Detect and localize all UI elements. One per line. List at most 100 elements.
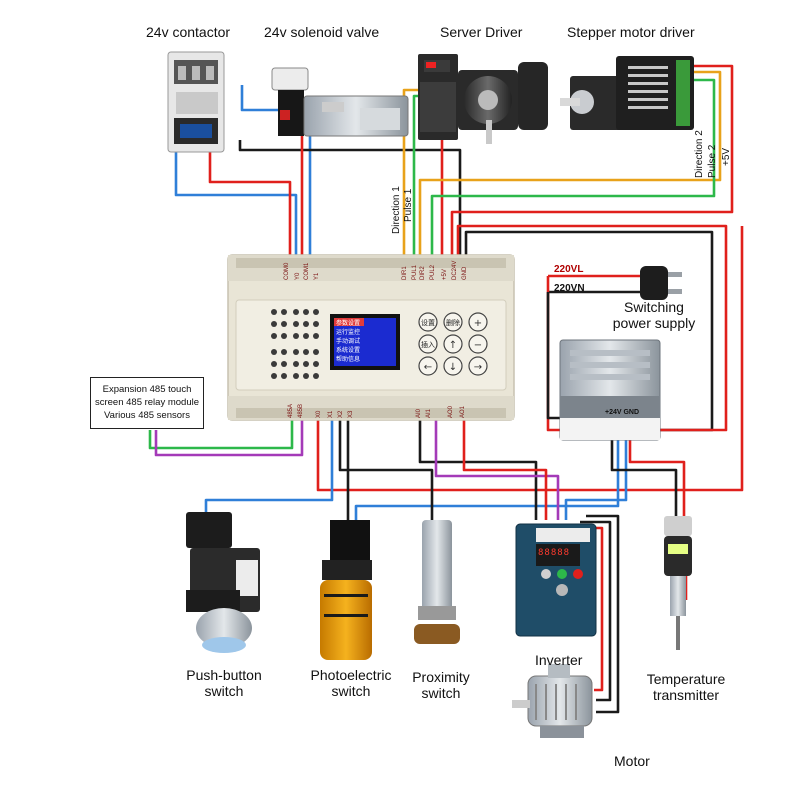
controller-body: + ↑ − ← ↓ → xyxy=(227,254,515,421)
wire-exp-green xyxy=(148,420,294,450)
wire-contactor-red xyxy=(208,140,292,255)
motor-device xyxy=(512,664,593,738)
power-plug xyxy=(640,266,682,300)
terminal-dir1: DIR1 xyxy=(402,266,408,280)
wire-solenoid-black xyxy=(238,140,462,255)
terminal-pul1: PUL1 xyxy=(412,264,418,280)
psu-terminal-label: +24V GND xyxy=(605,409,640,416)
wire-stepper-yellow xyxy=(418,70,722,255)
temperature-label-line2: transmitter xyxy=(652,687,720,703)
svg-text:↓: ↓ xyxy=(449,362,457,373)
temperature-label: Temperature transmitter xyxy=(628,671,744,703)
wire-temp-red xyxy=(628,440,686,520)
expansion-485-box: Expansion 485 touch screen 485 relay mod… xyxy=(90,377,204,429)
terminal-ao0: AO0 xyxy=(448,405,454,418)
terminal-dc24v: DC24V xyxy=(452,260,458,280)
expansion-line-3: Various 485 sensors xyxy=(104,410,190,421)
wire-servo-yellow xyxy=(402,88,420,255)
n220v-label: 220VN xyxy=(554,283,585,294)
terminal-ai0: AI0 xyxy=(416,408,422,418)
motor-label: Motor xyxy=(614,753,650,769)
key-insert: 插入 xyxy=(421,341,435,349)
power-supply-device xyxy=(559,339,661,441)
contactor-device xyxy=(167,51,225,153)
wire-exp-purple xyxy=(154,420,304,457)
terminal-dir2: DIR2 xyxy=(420,266,426,280)
photoelectric-label-line1: Photoelectric xyxy=(310,667,392,683)
power-supply-label: Switching power supply xyxy=(605,299,703,331)
proximity-device xyxy=(414,520,460,644)
inverter-device xyxy=(515,523,597,637)
terminal-gnd: GND xyxy=(462,266,468,280)
screen-line-5: 帮助信息 xyxy=(336,356,361,363)
push-button-label: Push-button switch xyxy=(164,667,284,699)
terminal-com0: COM0 xyxy=(284,262,290,280)
power-supply-label-line2: power supply xyxy=(612,315,696,331)
terminal-x2: X2 xyxy=(338,410,344,418)
terminal-y0: Y0 xyxy=(295,272,301,280)
servo-driver-device xyxy=(418,54,548,144)
pulse-2-label: Pulse 2 xyxy=(707,144,718,178)
wire-psu-red xyxy=(456,224,728,432)
proximity-label-line1: Proximity xyxy=(412,669,470,685)
pulse-1-label: Pulse 1 xyxy=(403,188,414,222)
server-driver-label: Server Driver xyxy=(440,24,523,40)
proximity-label-line2: switch xyxy=(421,685,461,701)
svg-text:←: ← xyxy=(424,362,432,373)
direction-2-label: Direction 2 xyxy=(694,130,705,178)
push-button-device xyxy=(186,512,260,653)
solenoid-valve-device xyxy=(271,67,409,137)
svg-text:+: + xyxy=(474,318,482,329)
photoelectric-device xyxy=(320,520,372,660)
photoelectric-label: Photoelectric switch xyxy=(292,667,410,699)
inverter-display: 88888 xyxy=(538,548,571,558)
expansion-line-1: Expansion 485 touch xyxy=(102,384,192,395)
screen-line-2: 运行监控 xyxy=(336,329,361,336)
key-delete: 删除 xyxy=(446,319,460,327)
terminal-pul2: PUL2 xyxy=(430,264,436,280)
svg-text:→: → xyxy=(474,362,482,373)
stepper-driver-label: Stepper motor driver xyxy=(567,24,695,40)
inverter-label: Inverter xyxy=(535,652,583,668)
terminal-com1: COM1 xyxy=(304,262,310,280)
expansion-line-2: screen 485 relay module xyxy=(94,397,200,408)
key-settings: 设置 xyxy=(421,319,435,327)
wire-inv-purple xyxy=(434,420,560,520)
push-button-label-line1: Push-button xyxy=(186,667,262,683)
temperature-label-line1: Temperature xyxy=(646,671,726,687)
wire-prox-black xyxy=(338,420,434,520)
solenoid-valve-label: 24v solenoid valve xyxy=(264,24,380,40)
proximity-label: Proximity switch xyxy=(394,669,488,701)
wire-motor-black1 xyxy=(580,520,612,702)
wire-stepper-red xyxy=(450,64,734,255)
terminal-ao1: AO1 xyxy=(460,405,466,418)
wire-motor-black2 xyxy=(586,514,620,714)
temperature-transmitter-device xyxy=(664,516,692,650)
push-button-label-line2: switch xyxy=(204,683,244,699)
controller-screen-text: 参数设置 运行监控 手动调试 系统设置 帮助信息 xyxy=(336,319,396,364)
wire-contactor-blue xyxy=(174,150,298,255)
l220v-label: 220VL xyxy=(554,264,584,275)
svg-text:−: − xyxy=(474,340,482,351)
plus-5v-label: +5V xyxy=(721,147,732,166)
terminal-ai1: AI1 xyxy=(426,408,432,418)
wire-inv-red xyxy=(462,420,548,520)
terminal-x0: X0 xyxy=(316,410,322,418)
wire-photo-blue xyxy=(354,440,620,520)
wire-inv-black xyxy=(418,420,538,520)
stepper-driver-device xyxy=(560,56,694,130)
screen-line-1: 参数设置 xyxy=(336,320,361,327)
photoelectric-label-line2: switch xyxy=(331,683,371,699)
power-supply-label-line1: Switching xyxy=(624,299,684,315)
wire-solenoid-blue xyxy=(240,85,312,255)
terminal-485b: 485B xyxy=(298,403,304,418)
direction-1-label: Direction 1 xyxy=(391,186,402,234)
svg-text:↑: ↑ xyxy=(449,340,457,351)
controller-keypad xyxy=(418,312,488,376)
wires xyxy=(148,64,744,714)
contactor-label: 24v contactor xyxy=(146,24,231,40)
terminal-x3: X3 xyxy=(348,410,354,418)
wire-temp-black xyxy=(610,440,678,520)
